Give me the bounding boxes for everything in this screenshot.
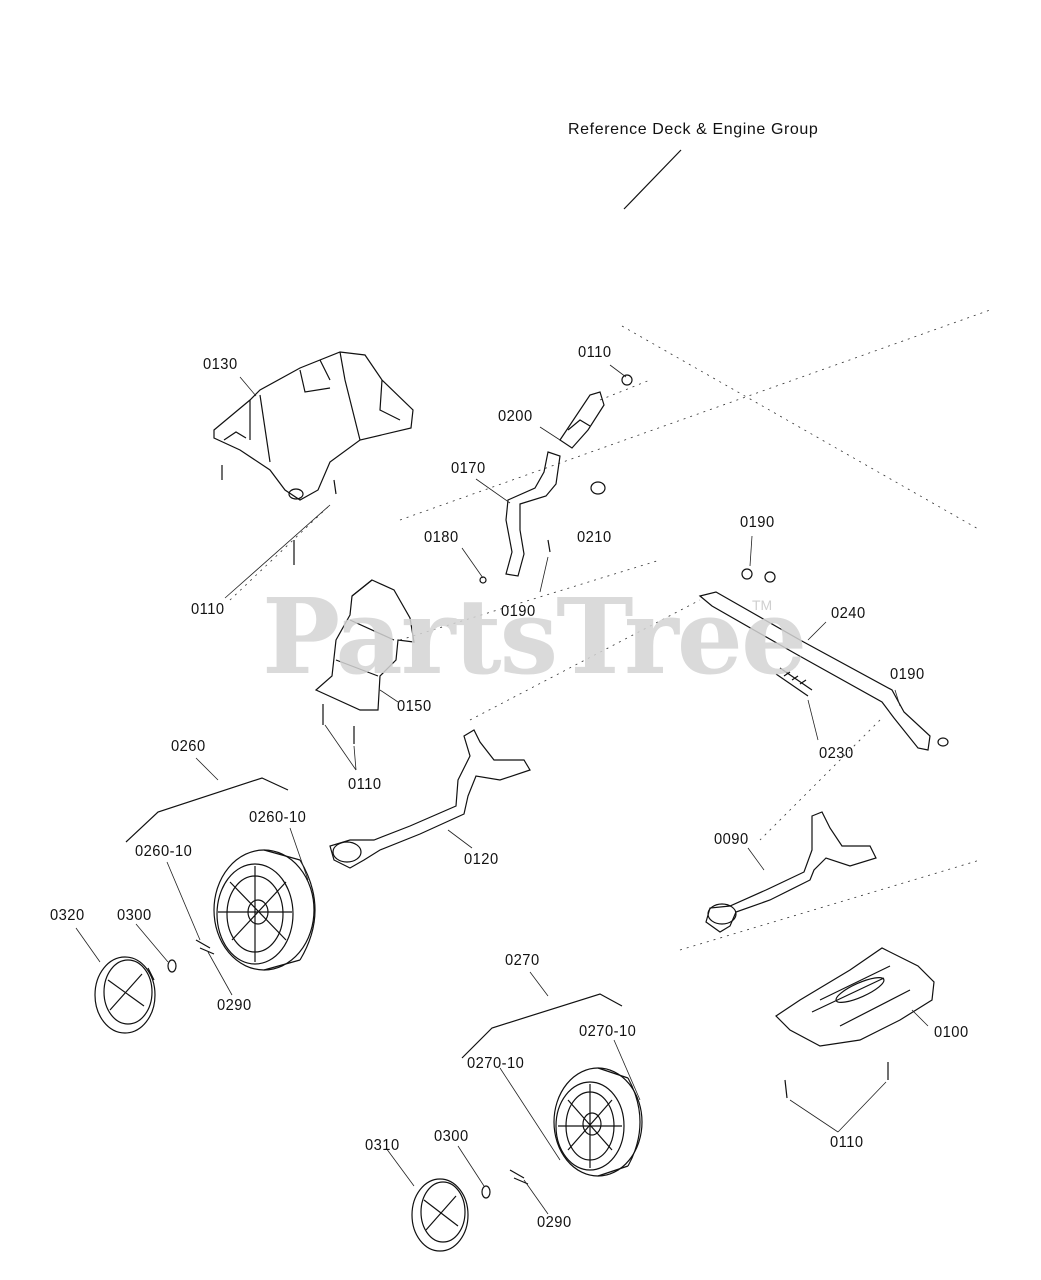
label-0190-right: 0190 [890,666,925,683]
spring-part-0210 [480,482,605,583]
label-0110-top: 0110 [578,344,612,361]
label-0270-10-left: 0270-10 [467,1055,525,1072]
label-0210: 0210 [577,529,612,546]
rear-cover-part-0130 [214,352,413,565]
label-0110-bottom: 0110 [830,1134,864,1151]
label-0130: 0130 [203,356,238,373]
rear-wheel-part-0270 [554,1068,642,1176]
wheel-hardware-right [482,1170,528,1198]
label-0190-mid: 0190 [501,603,536,620]
label-0170: 0170 [451,460,486,477]
bracket-0260 [126,778,288,842]
bracket-part-0150 [316,580,414,744]
skid-plate-part-0100 [776,948,934,1098]
label-0150: 0150 [397,698,432,715]
label-0310: 0310 [365,1137,400,1154]
label-0260-10-right: 0260-10 [249,809,307,826]
group-brackets [126,778,622,1058]
height-lever-part-0170 [506,452,560,576]
label-0110-left: 0110 [191,601,225,618]
reference-leader-line [624,150,681,209]
hubcap-part-0310 [412,1179,468,1251]
label-0290-right: 0290 [537,1214,572,1231]
label-0300-left: 0300 [117,907,152,924]
label-0270: 0270 [505,952,540,969]
label-0190-top: 0190 [740,514,775,531]
label-0090: 0090 [714,831,749,848]
handle-knob-part-0200 [560,375,632,448]
label-0260: 0260 [171,738,206,755]
label-0120: 0120 [464,851,499,868]
label-0180: 0180 [424,529,459,546]
wheel-hardware-left [168,940,214,972]
label-0320: 0320 [50,907,85,924]
rear-axle-part-0240 [700,569,948,750]
assembly-dashed-lines [230,310,990,950]
bracket-0270 [462,994,622,1058]
label-0240: 0240 [831,605,866,622]
label-0100: 0100 [934,1024,969,1041]
hubcap-part-0320 [95,957,155,1033]
label-0300-right: 0300 [434,1128,469,1145]
axle-spring-part-0230 [776,668,812,696]
watermark-brand: PartsTree [262,575,807,698]
watermark-trademark: TM [752,597,773,613]
rear-wheel-part-0260 [214,850,315,970]
label-0270-10-right: 0270-10 [579,1023,637,1040]
label-0290-left: 0290 [217,997,252,1014]
label-0260-10-left: 0260-10 [135,843,193,860]
leader-lines [76,365,928,1214]
reference-note: Reference Deck & Engine Group [568,121,819,138]
label-0200: 0200 [498,408,533,425]
front-axle-part-0090 [706,812,876,932]
front-axle-part-0120 [330,730,530,868]
label-0230: 0230 [819,745,854,762]
label-0110-bracket: 0110 [348,776,382,793]
